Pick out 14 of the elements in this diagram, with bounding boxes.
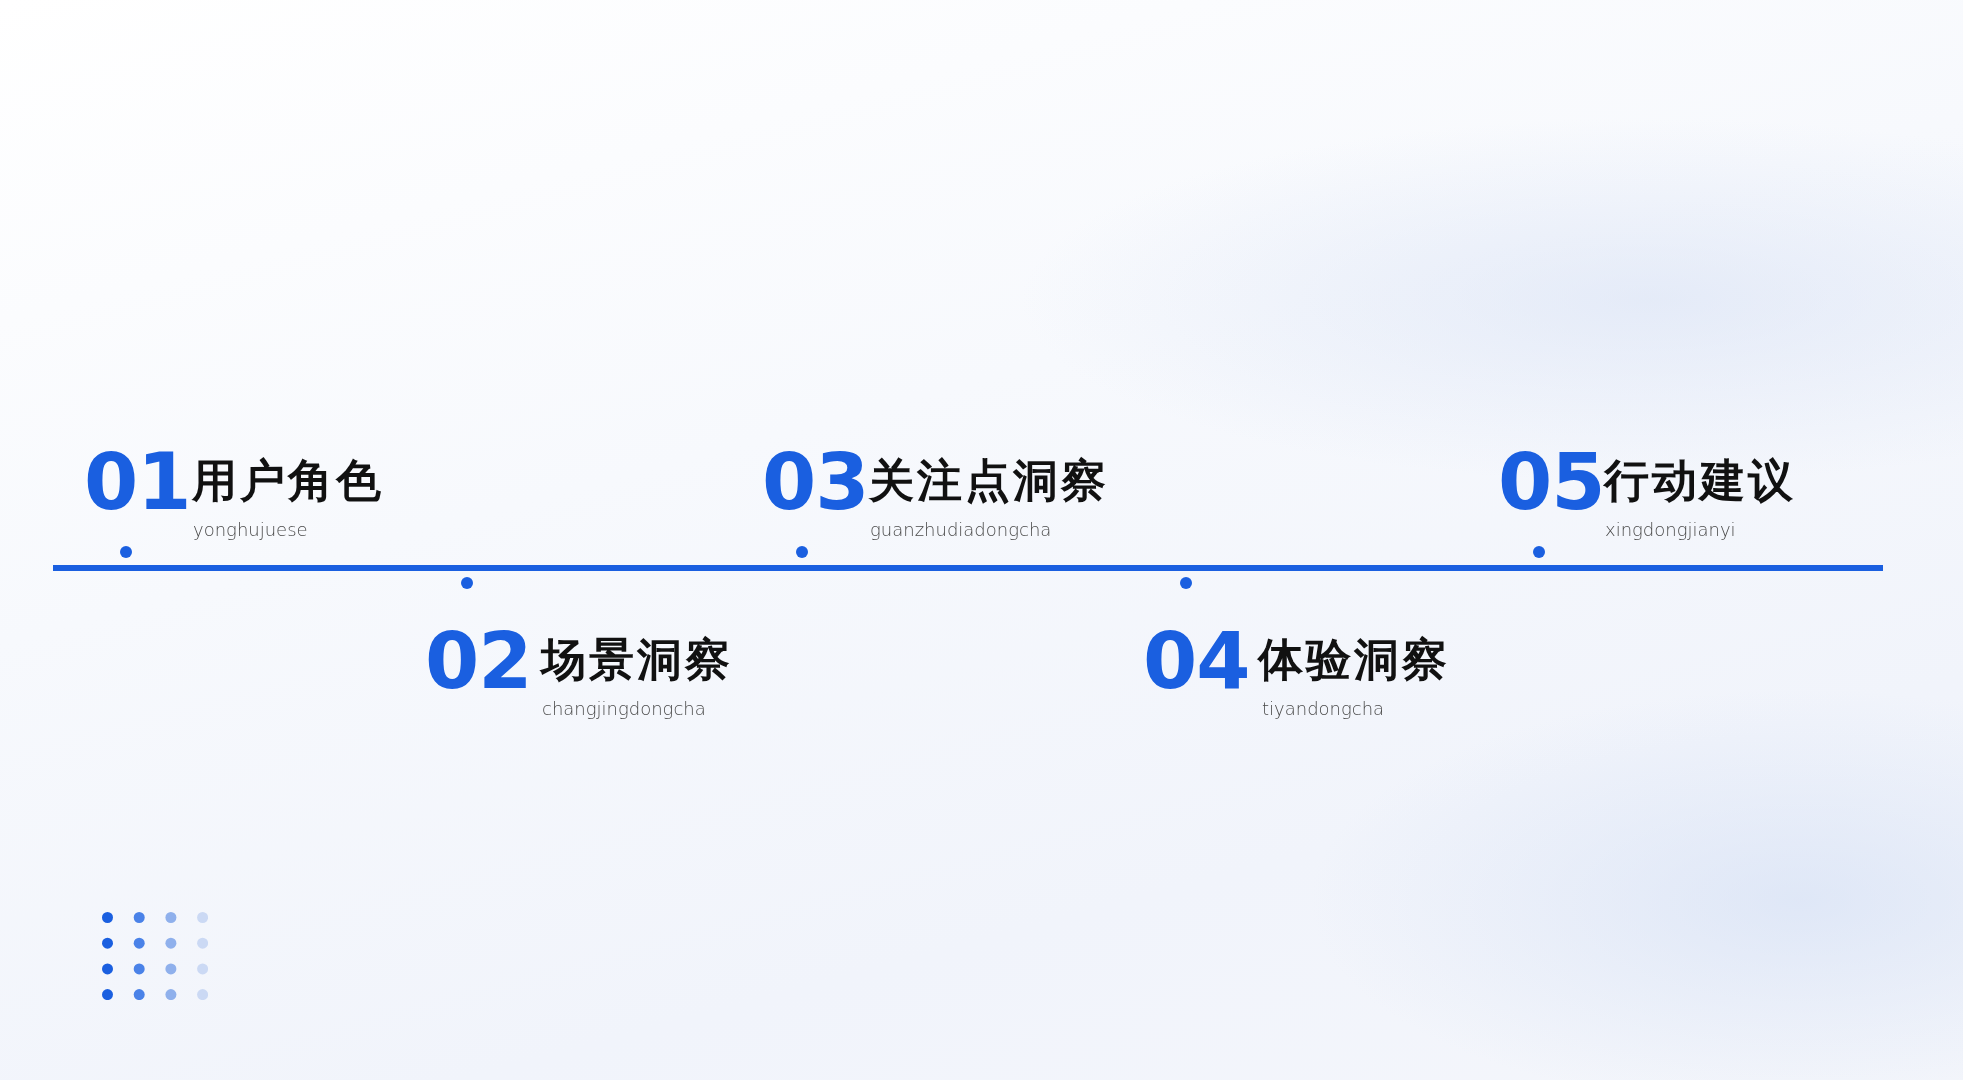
step-subtitle: yonghujuese [193, 521, 308, 539]
step-number: 01 [84, 443, 191, 521]
step-title: 行动建议 [1604, 458, 1796, 503]
step-title: 体验洞察 [1258, 637, 1450, 682]
step-subtitle: xingdongjianyi [1605, 521, 1736, 539]
step-subtitle: tiyandongcha [1262, 700, 1385, 718]
step-subtitle: changjingdongcha [542, 700, 706, 718]
step-subtitle: guanzhudiadongcha [870, 521, 1052, 539]
step-title: 用户角色 [192, 458, 384, 503]
step-number: 03 [762, 443, 869, 521]
step-number: 04 [1143, 622, 1250, 700]
step-number: 02 [425, 622, 532, 700]
step-title: 关注点洞察 [869, 458, 1109, 503]
step-title: 场景洞察 [541, 637, 733, 682]
